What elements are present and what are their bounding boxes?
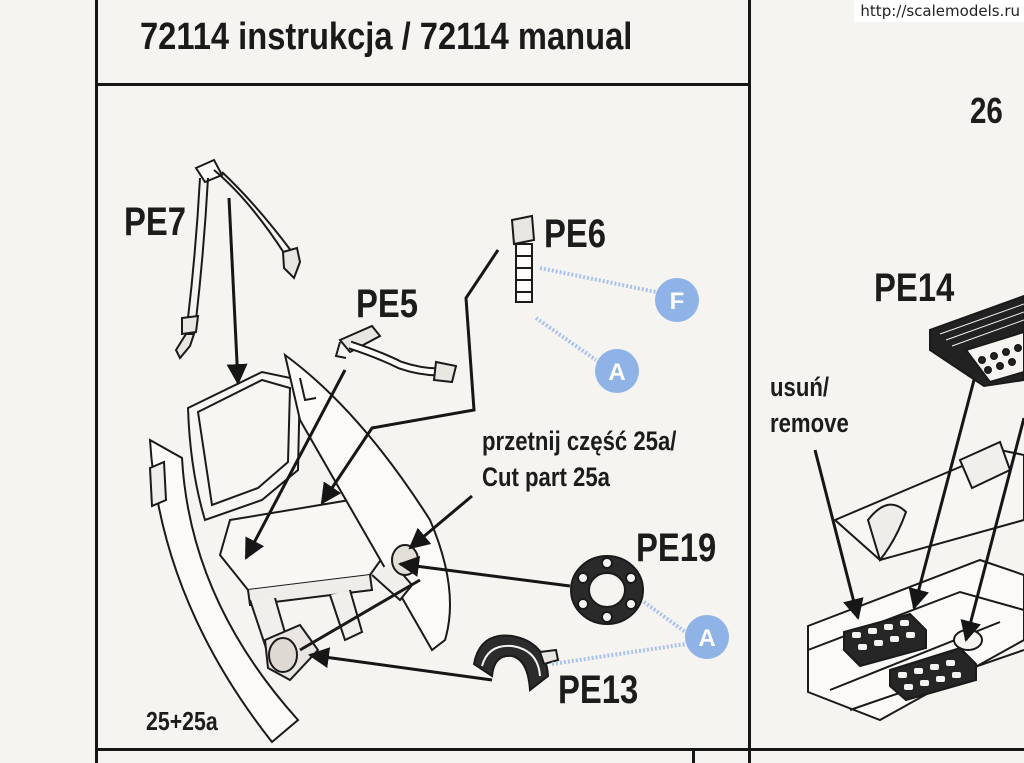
step-reference: 25+25a <box>146 706 218 736</box>
bottom-divider <box>692 748 695 763</box>
frame-center-divider <box>748 0 751 763</box>
label-pe6: PE6 <box>544 212 606 256</box>
pe6-part <box>510 214 536 303</box>
callout-lines <box>534 266 690 666</box>
label-remove-en: remove <box>770 408 849 438</box>
fuselage-floor <box>807 440 1024 722</box>
remove-blocks <box>843 612 977 702</box>
assembly-arrows-right <box>813 379 1024 643</box>
label-pe13: PE13 <box>558 668 639 712</box>
page-title: 72114 instrukcja / 72114 manual <box>140 16 633 58</box>
pe7-harness-part <box>174 158 302 360</box>
pe5-part <box>334 324 458 384</box>
assembly-arrows <box>226 197 571 682</box>
label-pe14: PE14 <box>874 266 955 310</box>
label-cut-part-en: Cut part 25a <box>482 462 610 492</box>
label-remove-pl: usuń/ <box>770 372 830 402</box>
header-bottom-rule <box>95 83 751 86</box>
pe14-part <box>929 294 1024 388</box>
label-cut-part-pl: przetnij część 25a/ <box>482 426 677 456</box>
pe13-part <box>472 634 560 692</box>
step-number-26: 26 <box>970 90 1003 131</box>
pe19-part <box>570 555 644 625</box>
label-pe5: PE5 <box>356 282 418 326</box>
label-pe7: PE7 <box>124 200 186 244</box>
label-pe19: PE19 <box>636 526 717 570</box>
watermark-url: http://scalemodels.ru <box>854 0 1024 22</box>
bottom-rule <box>95 748 1024 751</box>
frame-left-border <box>95 0 98 763</box>
